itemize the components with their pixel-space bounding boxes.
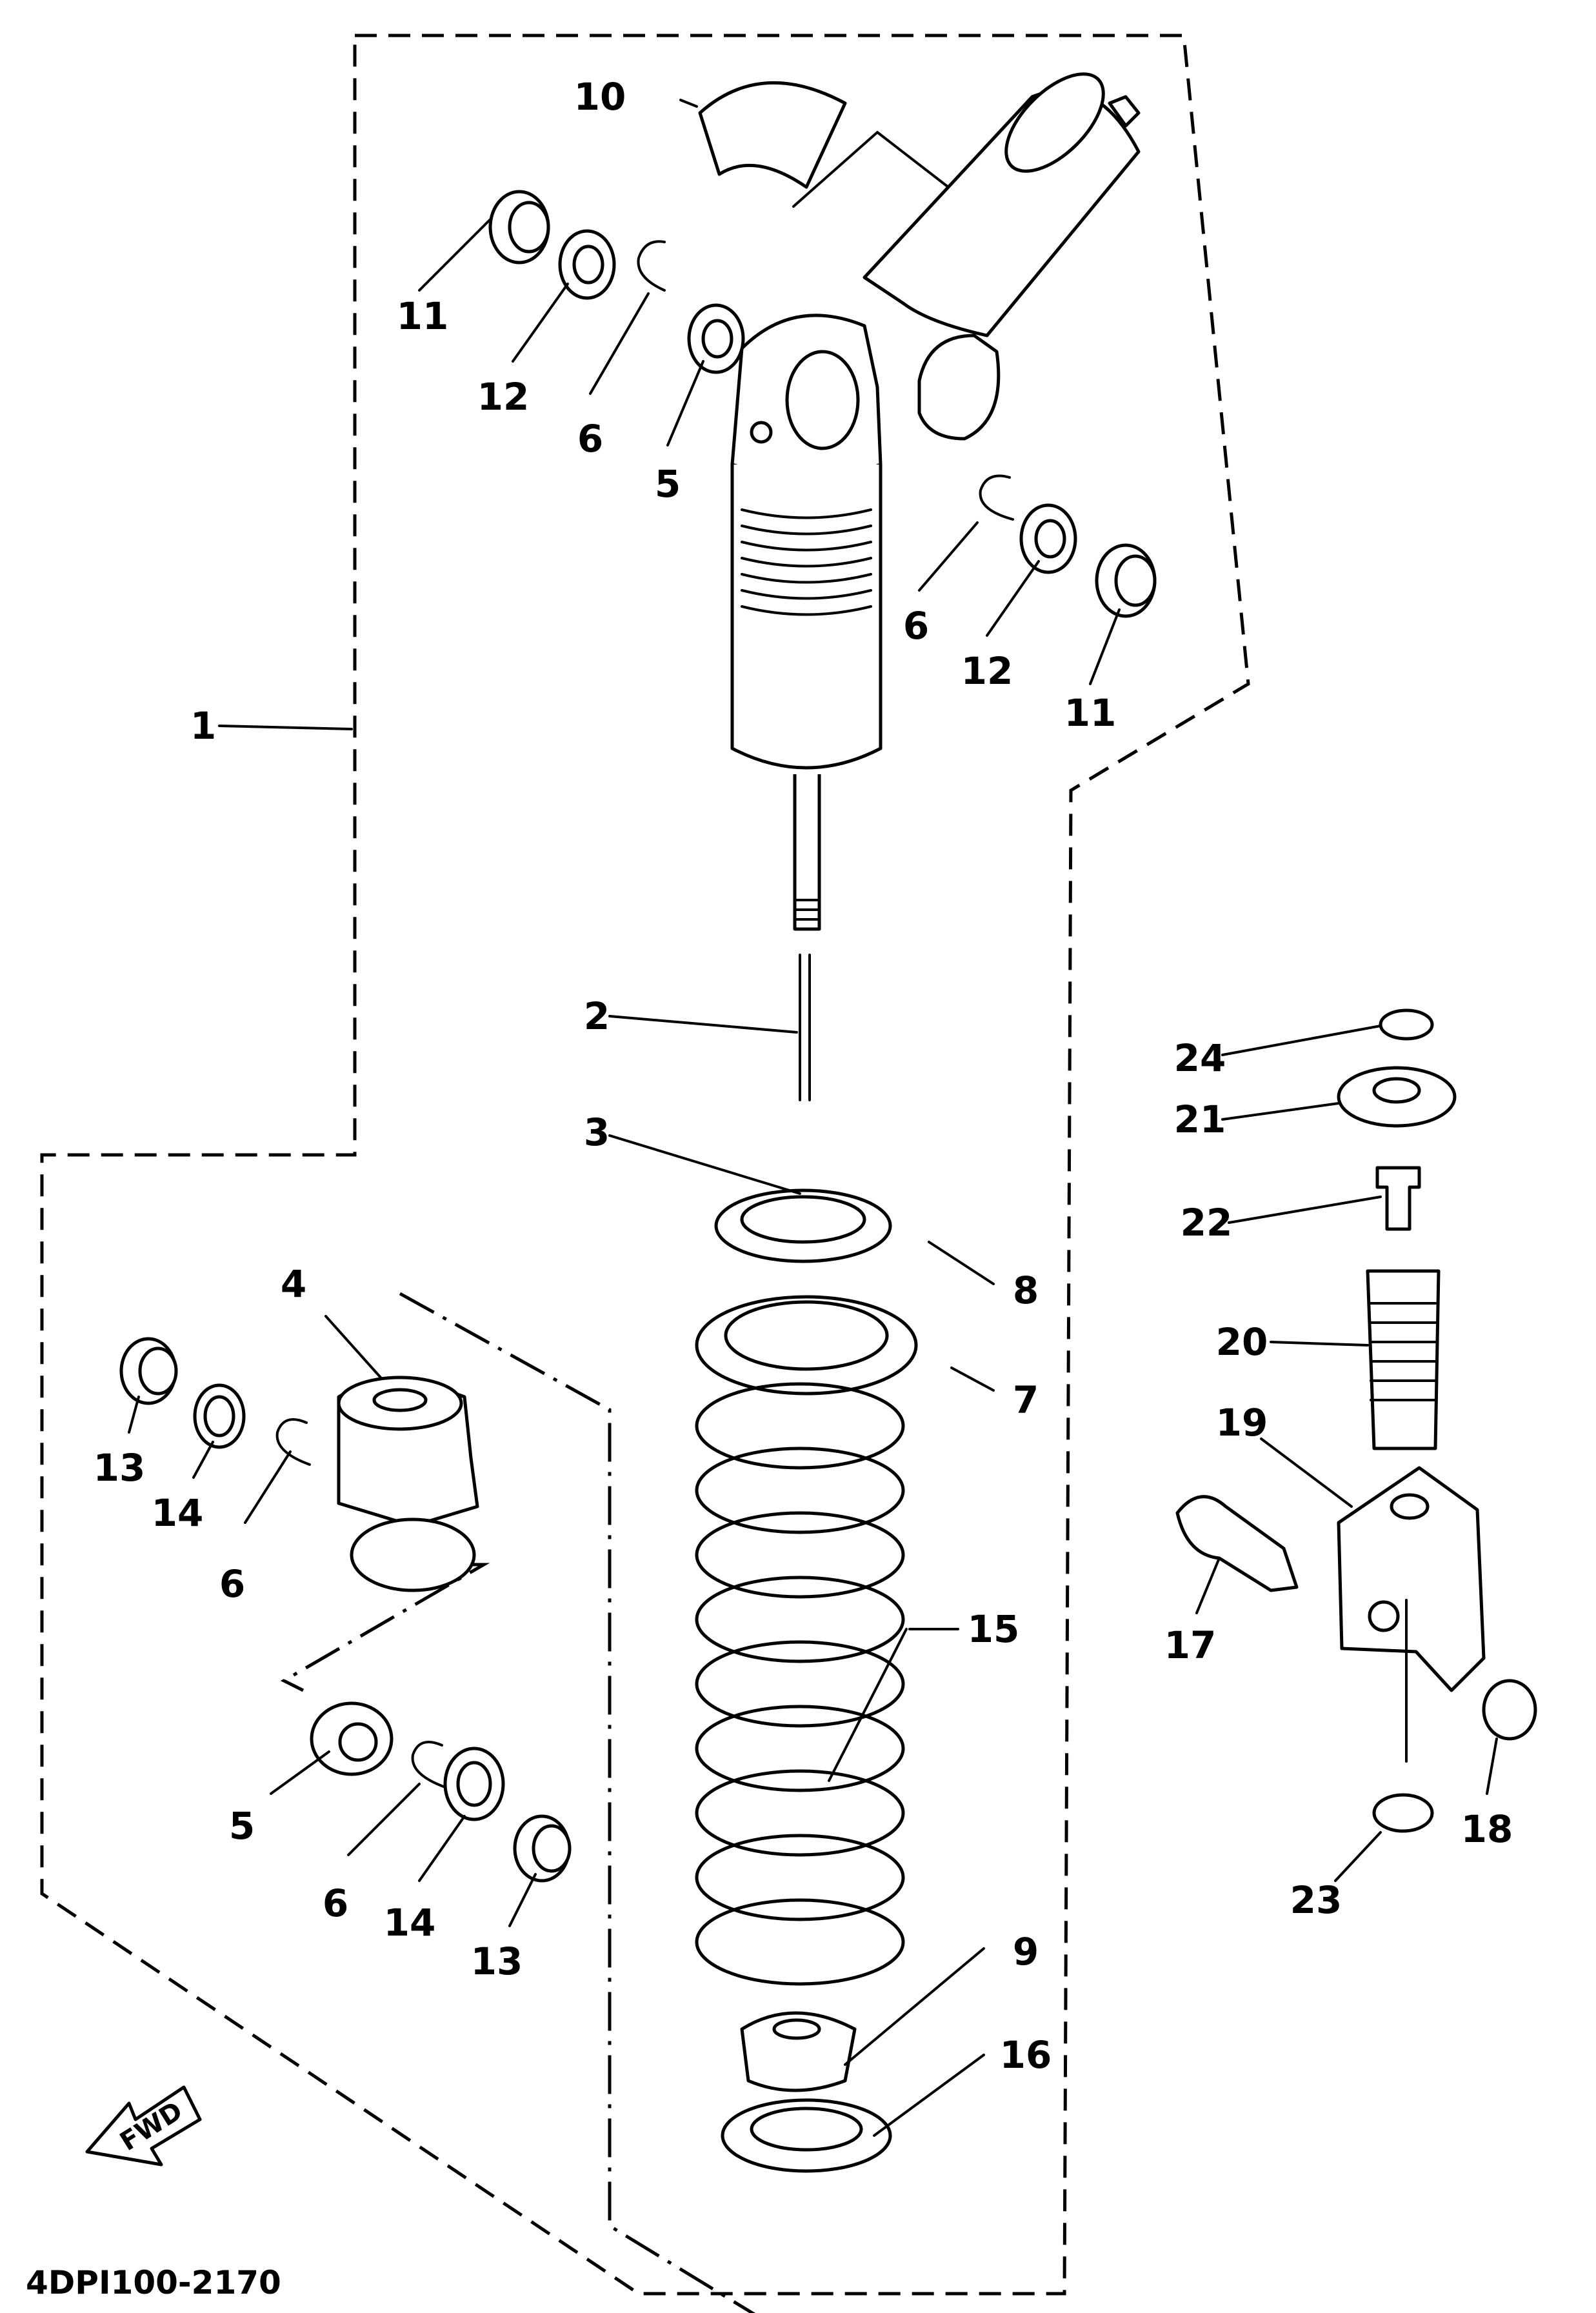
assembly-boundary xyxy=(40,34,1250,2296)
callout-6-clevis: 6 xyxy=(219,1562,245,1606)
callout-labels: 1 2 3 4 5 5 6 6 6 6 7 8 9 10 11 11 12 12… xyxy=(94,75,1513,2077)
shock-absorber-body xyxy=(698,72,1141,1101)
callout-14-lower: 14 xyxy=(384,1901,436,1945)
callout-11-right: 11 xyxy=(1064,691,1117,735)
callout-16: 16 xyxy=(1000,2033,1052,2077)
callout-2: 2 xyxy=(584,994,610,1038)
callout-13-upper: 13 xyxy=(94,1446,146,1490)
callout-12-right: 12 xyxy=(961,649,1013,693)
lower-clevis-group xyxy=(119,1292,756,2313)
callout-15: 15 xyxy=(968,1607,1020,1651)
leader-lines xyxy=(128,99,1498,2137)
callout-19: 19 xyxy=(1216,1401,1268,1445)
upper-bushings xyxy=(488,190,1157,618)
spring-bottom-parts xyxy=(721,2011,892,2173)
callout-8: 8 xyxy=(1013,1268,1039,1312)
callout-20: 20 xyxy=(1216,1320,1268,1364)
callout-6-upper-right: 6 xyxy=(903,604,929,648)
callout-1: 1 xyxy=(190,704,216,748)
right-link-parts xyxy=(1175,1008,1537,1833)
fwd-arrow: FWD xyxy=(85,2085,202,2167)
callout-5-lower: 5 xyxy=(229,1804,255,1848)
callout-12-upper: 12 xyxy=(477,375,530,419)
callout-13-lower: 13 xyxy=(471,1939,523,1983)
coil-spring xyxy=(695,1382,905,1986)
drawing-code: 4DPI100-2170 xyxy=(26,2264,281,2301)
callout-21: 21 xyxy=(1174,1097,1226,1141)
callout-22: 22 xyxy=(1181,1201,1233,1245)
callout-11-upper: 11 xyxy=(397,294,449,338)
callout-9: 9 xyxy=(1013,1930,1039,1974)
callout-24: 24 xyxy=(1174,1036,1226,1080)
callout-6-lower: 6 xyxy=(323,1881,348,1925)
callout-3: 3 xyxy=(584,1110,610,1154)
callout-18: 18 xyxy=(1461,1807,1513,1851)
callout-4: 4 xyxy=(281,1262,306,1306)
callout-10: 10 xyxy=(574,75,626,119)
callout-14-upper: 14 xyxy=(152,1491,204,1535)
spring-adjusters xyxy=(695,1188,918,1396)
callout-23: 23 xyxy=(1290,1878,1342,1922)
callout-5-upper: 5 xyxy=(655,462,681,506)
callout-17: 17 xyxy=(1164,1623,1217,1667)
callout-6-upper-left: 6 xyxy=(577,417,603,461)
callout-7: 7 xyxy=(1013,1378,1039,1422)
